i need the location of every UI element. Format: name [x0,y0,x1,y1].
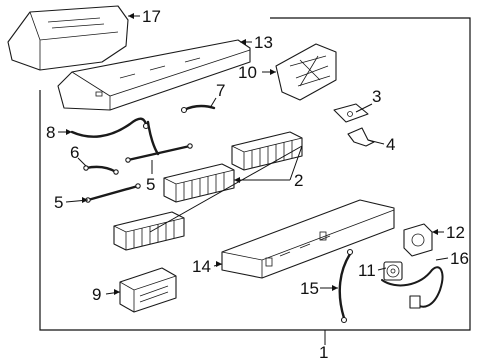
part-8-cable [70,117,150,138]
part-3-plate [333,103,369,123]
part-5-bus-bar-upper [125,143,193,163]
part-4-clip [347,127,375,147]
arrowheads [66,13,438,295]
callout-15: 15 [300,279,319,298]
part-11-fan [383,261,403,281]
callout-5-upper: 5 [146,175,155,194]
part-7-cable [146,104,216,156]
part-17-cover [7,5,129,71]
part-13-upper-case [57,39,251,111]
part-2-module-c [113,211,185,251]
part-16-harness [381,266,444,309]
part-5-bus-bar-lower [85,183,141,203]
part-14-lower-tray [221,199,395,279]
callouts: 17 13 10 3 4 7 8 6 5 5 2 12 14 11 16 15 … [46,7,469,360]
callout-17: 17 [142,7,161,26]
callout-13: 13 [254,33,273,52]
part-12-connector [403,223,433,257]
callout-6: 6 [70,143,79,162]
callout-11: 11 [358,261,376,280]
part-15-cable [338,248,354,324]
part-6-cable [83,165,119,175]
callout-16: 16 [450,249,469,268]
callout-7: 7 [216,81,225,100]
callout-5-lower: 5 [54,193,63,212]
callout-1: 1 [319,343,328,360]
callout-10: 10 [238,63,257,82]
part-2-module-b [163,163,235,203]
callout-12: 12 [446,223,465,242]
callout-9: 9 [92,285,101,304]
callout-2: 2 [294,171,303,190]
assembly-frame [39,17,471,331]
callout-8: 8 [46,123,55,142]
part-2-module-a [231,131,303,171]
callout-4: 4 [386,135,395,154]
callout-3: 3 [372,87,381,106]
callout-14: 14 [192,257,211,276]
part-9-control-unit [119,267,177,313]
part-10-bracket [275,43,337,101]
